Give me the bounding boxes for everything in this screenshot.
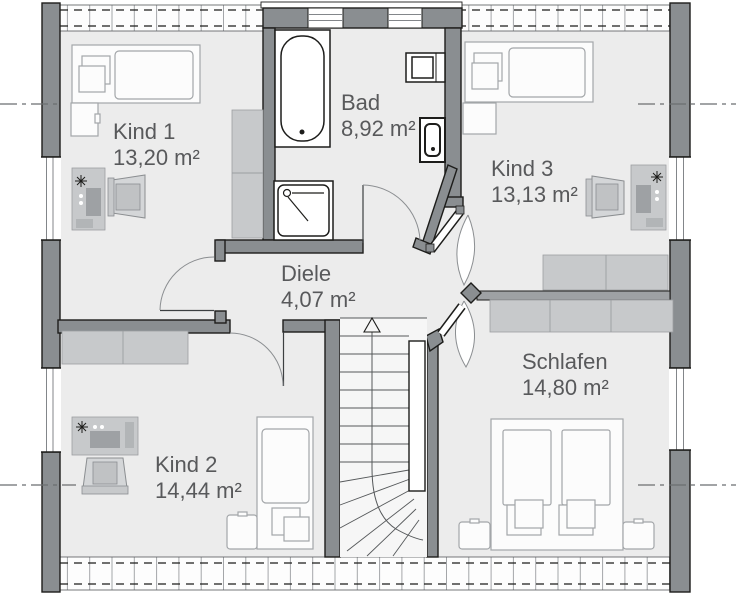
room-area-bad: 8,92 m² (341, 116, 416, 141)
knee-strip-bottom (59, 556, 673, 591)
lamp-icon (75, 175, 87, 187)
shower (273, 180, 334, 241)
wardrobe (489, 299, 674, 333)
window-right-upper (669, 156, 691, 241)
door-schlafen (437, 300, 475, 369)
chair (81, 457, 129, 495)
room-kind2-furniture (61, 330, 314, 550)
desk (71, 167, 106, 231)
stair-up-arrow-icon (363, 316, 381, 333)
window-left-upper (41, 156, 61, 241)
chair (585, 175, 625, 219)
washbasin (405, 52, 446, 83)
room-area-schlafen: 14,80 m² (522, 375, 609, 400)
room-labels: Kind 1 13,20 m² Bad 8,92 m² Kind 3 13,13… (113, 90, 609, 503)
lamp-icon (651, 171, 663, 183)
side-table (226, 511, 258, 550)
room-label-schlafen: Schlafen (522, 349, 608, 374)
bathtub (274, 29, 331, 148)
sideboard (542, 254, 669, 291)
section-lines (0, 103, 736, 486)
room-bad-fixtures (273, 29, 446, 241)
room-kind1-furniture (70, 44, 264, 239)
room-area-kind3: 13,13 m² (491, 182, 578, 207)
stair-walkline (371, 326, 424, 541)
desk (71, 416, 139, 456)
room-area-kind1: 13,20 m² (113, 145, 200, 170)
knee-strip-top-right (457, 4, 671, 32)
door-kind2 (229, 332, 285, 387)
roof-window (387, 7, 423, 29)
door-kind3 (425, 205, 476, 287)
stair-railing-wall (408, 340, 426, 492)
door-bad (362, 184, 421, 243)
nightstand (622, 518, 655, 550)
room-area-kind2: 14,44 m² (155, 478, 242, 503)
stairs (339, 316, 427, 557)
lamp-icon (76, 421, 88, 433)
room-area-diele: 4,07 m² (281, 287, 356, 312)
window-left-lower (41, 367, 61, 453)
room-label-kind1: Kind 1 (113, 119, 175, 144)
wardrobe (231, 109, 264, 239)
wardrobe (61, 330, 189, 365)
knee-strip-top-left (59, 4, 264, 32)
nightstand (458, 518, 491, 550)
toilet (419, 117, 446, 163)
dresser (462, 102, 497, 135)
door-kind1 (159, 256, 215, 312)
room-kind3-furniture (462, 41, 669, 291)
dresser (70, 102, 99, 137)
room-label-kind2: Kind 2 (155, 452, 217, 477)
room-label-kind3: Kind 3 (491, 156, 553, 181)
kind3-schlafen-partition (476, 290, 671, 301)
room-schlafen-furniture (458, 299, 674, 551)
window-right-lower (669, 367, 691, 451)
door-pinch-post (460, 282, 482, 304)
room-label-diele: Diele (281, 261, 331, 286)
chair (107, 174, 146, 219)
room-label-bad: Bad (341, 90, 380, 115)
desk (630, 164, 667, 231)
roof-window (307, 7, 344, 29)
